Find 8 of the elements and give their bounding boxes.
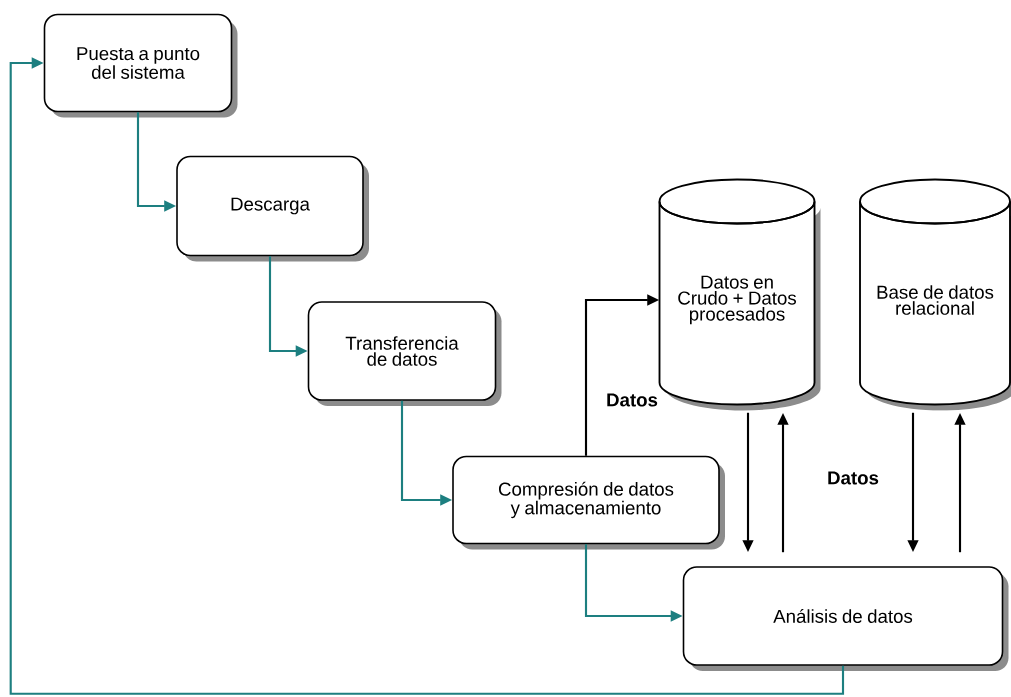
database-cylinder: Datos en Crudo + Datos procesados <box>658 178 821 411</box>
database-cylinder: Base de datos relacional <box>859 178 1011 411</box>
process-box: Análisis de datos <box>682 566 1009 671</box>
arrow <box>9 57 845 695</box>
process-box: Compresión de datos y almacenamiento <box>452 455 725 550</box>
process-box: Descarga <box>176 155 369 262</box>
process-box: Puesta a punto del sistema <box>43 13 238 118</box>
process-box: Transferencia de datos <box>307 301 502 406</box>
